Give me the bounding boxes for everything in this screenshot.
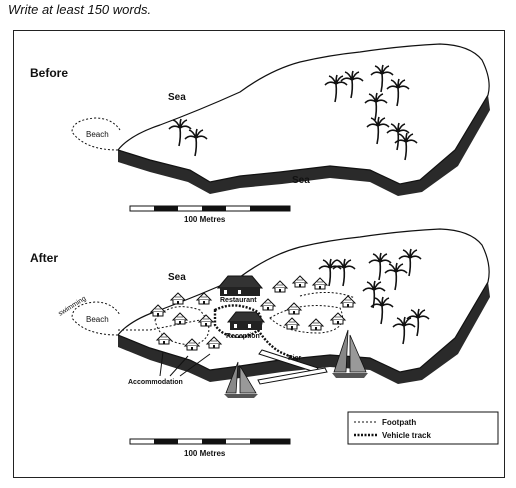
after-scale-label: 100 Metres bbox=[184, 449, 226, 458]
after-beach-outline bbox=[71, 301, 121, 336]
legend-vehicle-track-label: Vehicle track bbox=[382, 431, 431, 440]
restaurant-building bbox=[216, 275, 264, 296]
reception-label: Reception bbox=[226, 333, 260, 340]
sailboat-icon bbox=[224, 361, 258, 398]
before-heading: Before bbox=[30, 66, 68, 80]
accommodation-arrow bbox=[169, 355, 189, 377]
sailboat-icon bbox=[332, 329, 368, 378]
accommodation-arrow bbox=[159, 351, 164, 377]
before-sea-label-north: Sea bbox=[168, 92, 186, 103]
diagram-frame bbox=[13, 30, 505, 478]
legend bbox=[347, 411, 499, 445]
swimming-label: swimming bbox=[57, 295, 87, 317]
instruction-text: Write at least 150 words. bbox=[8, 2, 152, 17]
before-scale-bar bbox=[129, 205, 291, 212]
legend-footpath-label: Footpath bbox=[382, 418, 416, 427]
before-beach-outline bbox=[71, 117, 121, 151]
before-island bbox=[116, 43, 490, 185]
footpath bbox=[299, 292, 356, 299]
footpath bbox=[118, 319, 216, 331]
after-map bbox=[71, 228, 490, 398]
pier bbox=[257, 349, 328, 385]
before-sea-label-south: Sea bbox=[292, 175, 310, 186]
before-scale-label: 100 Metres bbox=[184, 215, 226, 224]
accommodation-label: Accommodation bbox=[128, 379, 183, 386]
accommodation-arrow bbox=[179, 353, 211, 377]
after-beach-label: Beach bbox=[86, 315, 109, 324]
before-island-cliff bbox=[118, 95, 490, 196]
pier-label: Pier bbox=[288, 355, 302, 362]
before-map bbox=[71, 43, 490, 196]
accommodation-hut bbox=[170, 292, 186, 305]
before-beach-label: Beach bbox=[86, 130, 109, 139]
after-heading: After bbox=[30, 251, 58, 265]
restaurant-label: Restaurant bbox=[220, 297, 257, 304]
accommodation-hut bbox=[150, 304, 166, 317]
after-sea-label: Sea bbox=[168, 272, 186, 283]
reception-building bbox=[226, 311, 266, 330]
vehicle-track bbox=[257, 329, 299, 362]
after-scale-bar bbox=[129, 438, 291, 445]
